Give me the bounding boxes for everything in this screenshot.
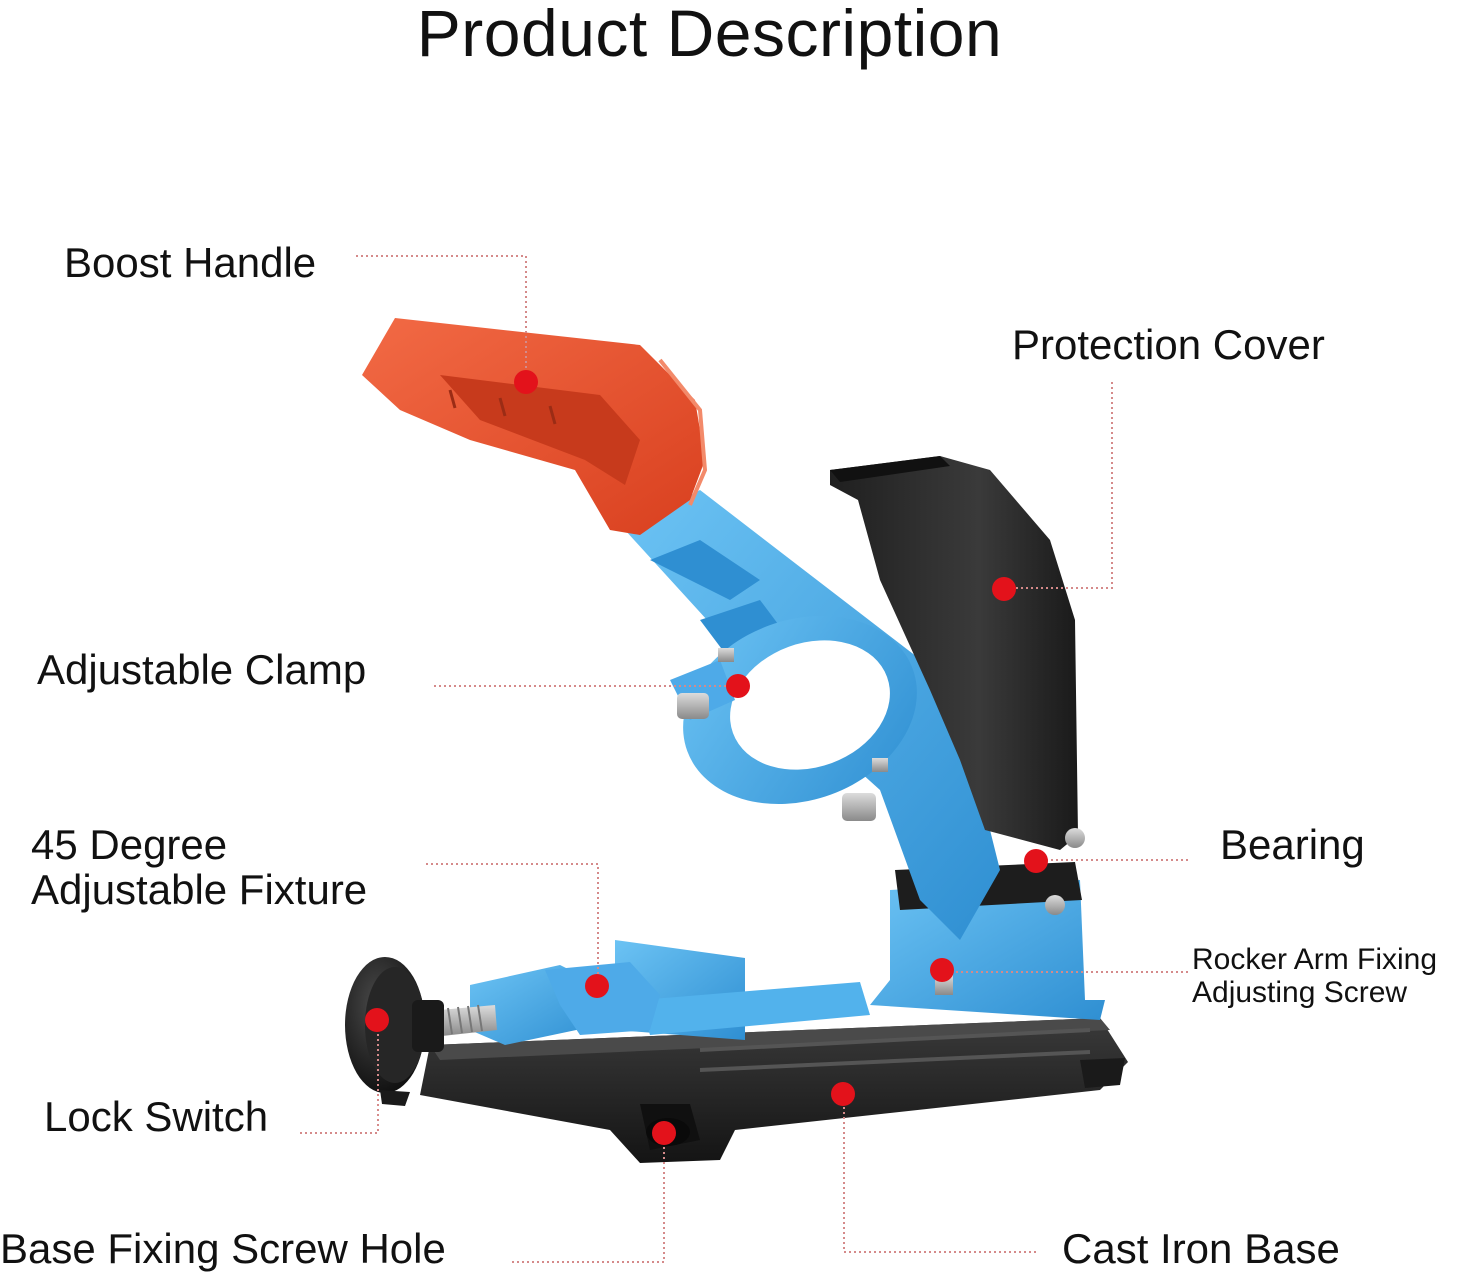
dot-adjustable-clamp	[726, 674, 750, 698]
callout-dots	[365, 370, 1048, 1145]
leader-lock-switch	[300, 1022, 379, 1134]
label-bearing: Bearing	[1220, 821, 1365, 868]
label-fixture-line2: Adjustable Fixture	[31, 866, 368, 913]
page-title: Product Description	[416, 0, 1003, 70]
dot-base-screw-hole	[652, 1121, 676, 1145]
label-boost-handle: Boost Handle	[64, 239, 317, 286]
boost-handle	[362, 318, 708, 535]
leader-lines	[300, 255, 1188, 1263]
leader-boost-handle	[356, 255, 527, 378]
dot-protection-cover	[992, 577, 1016, 601]
dot-bearing	[1024, 849, 1048, 873]
dot-fixture	[585, 974, 609, 998]
label-adjustable-clamp: Adjustable Clamp	[37, 646, 367, 693]
dot-rocker-screw	[930, 958, 954, 982]
label-protection-cover: Protection Cover	[1012, 321, 1325, 368]
label-lock-switch: Lock Switch	[44, 1093, 269, 1140]
dot-lock-switch	[365, 1008, 389, 1032]
lock-switch-knob	[345, 957, 444, 1106]
protection-cover	[830, 456, 1085, 850]
label-rocker-line2: Adjusting Screw	[1192, 976, 1408, 1009]
label-fixture-line1: 45 Degree	[31, 821, 228, 868]
fixture-body	[440, 940, 870, 1045]
label-cast-iron-base: Cast Iron Base	[1062, 1225, 1340, 1272]
dot-cast-iron-base	[831, 1082, 855, 1106]
label-base-fixing-screw-hole: Base Fixing Screw Hole	[0, 1225, 446, 1272]
dot-boost-handle	[514, 370, 538, 394]
leader-fixture	[426, 863, 599, 982]
rocker-arm	[625, 490, 1000, 940]
leader-base-screw-hole	[512, 1136, 665, 1263]
label-rocker-line1: Rocker Arm Fixing	[1192, 943, 1438, 976]
leader-protection-cover	[1008, 382, 1113, 589]
leader-cast-iron-base	[843, 1096, 1036, 1253]
